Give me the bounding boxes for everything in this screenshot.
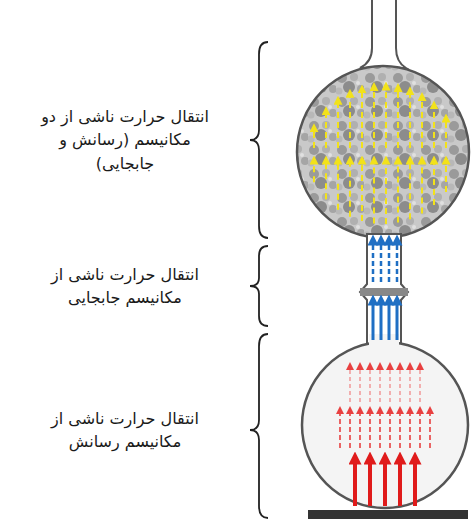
yellow-arrow bbox=[361, 89, 363, 148]
yellow-arrow bbox=[385, 160, 387, 224]
red-arrow bbox=[349, 410, 351, 448]
yellow-arrow bbox=[361, 160, 363, 221]
red-arrow bbox=[419, 410, 421, 448]
annotation-label: انتقال حرارت ناشی از مکانیسم جابجایی bbox=[40, 263, 210, 309]
bracket bbox=[250, 42, 268, 238]
heater-plate bbox=[308, 510, 468, 519]
round-bottom-flask bbox=[302, 342, 468, 508]
blue-arrow bbox=[372, 300, 375, 340]
yellow-arrow bbox=[397, 87, 399, 148]
blue-arrow bbox=[372, 240, 375, 282]
annotation-label: انتقال حرارت ناشی از دو مکانیسم (رسانش و… bbox=[40, 105, 210, 175]
red-arrow bbox=[389, 366, 390, 402]
red-arrow bbox=[359, 410, 361, 448]
yellow-arrow bbox=[421, 96, 423, 148]
red-arrow bbox=[368, 458, 372, 506]
red-arrow bbox=[359, 366, 360, 402]
blue-arrow bbox=[388, 240, 391, 282]
red-arrow bbox=[369, 410, 371, 448]
red-arrow bbox=[349, 366, 350, 402]
red-arrow bbox=[399, 366, 400, 402]
yellow-arrow bbox=[325, 111, 327, 148]
yellow-arrow bbox=[337, 100, 339, 148]
neck-joint bbox=[360, 288, 408, 296]
yellow-arrow bbox=[433, 105, 435, 148]
red-arrow bbox=[399, 410, 401, 448]
red-arrow bbox=[383, 458, 387, 506]
yellow-arrow bbox=[445, 160, 447, 192]
yellow-arrow bbox=[433, 160, 435, 205]
blue-arrow bbox=[380, 240, 383, 282]
bracket bbox=[250, 334, 268, 518]
yellow-arrow bbox=[349, 160, 351, 217]
yellow-arrow bbox=[325, 160, 327, 199]
yellow-arrow bbox=[313, 160, 315, 182]
red-arrow bbox=[413, 458, 417, 506]
red-arrow bbox=[398, 458, 402, 506]
red-arrow bbox=[409, 410, 411, 448]
red-arrow bbox=[369, 366, 370, 402]
blue-arrow bbox=[396, 300, 399, 340]
blue-arrow bbox=[396, 240, 399, 282]
blue-arrow bbox=[380, 300, 383, 340]
top-tube bbox=[360, 0, 406, 68]
flask-neck bbox=[360, 234, 408, 346]
yellow-arrow bbox=[373, 87, 375, 148]
bracket bbox=[250, 246, 268, 326]
red-arrow bbox=[353, 458, 357, 506]
yellow-arrow bbox=[445, 118, 447, 148]
red-arrow bbox=[419, 366, 420, 402]
red-arrow bbox=[379, 366, 380, 402]
yellow-arrow bbox=[373, 160, 375, 223]
yellow-arrow bbox=[409, 91, 411, 148]
red-arrow bbox=[339, 410, 341, 448]
yellow-arrow bbox=[409, 160, 411, 219]
red-arrow bbox=[389, 410, 391, 448]
red-arrow bbox=[409, 366, 410, 402]
yellow-arrow bbox=[421, 160, 423, 214]
packed-bulb bbox=[297, 66, 469, 238]
yellow-arrow bbox=[397, 160, 399, 223]
red-arrow bbox=[379, 410, 381, 448]
yellow-arrow bbox=[337, 160, 339, 210]
annotation-label: انتقال حرارت ناشی از مکانیسم رسانش bbox=[40, 407, 210, 453]
blue-arrow bbox=[388, 300, 391, 340]
red-arrow bbox=[429, 410, 431, 448]
yellow-arrow bbox=[349, 93, 351, 148]
yellow-arrow bbox=[313, 128, 315, 148]
yellow-arrow bbox=[385, 86, 387, 148]
